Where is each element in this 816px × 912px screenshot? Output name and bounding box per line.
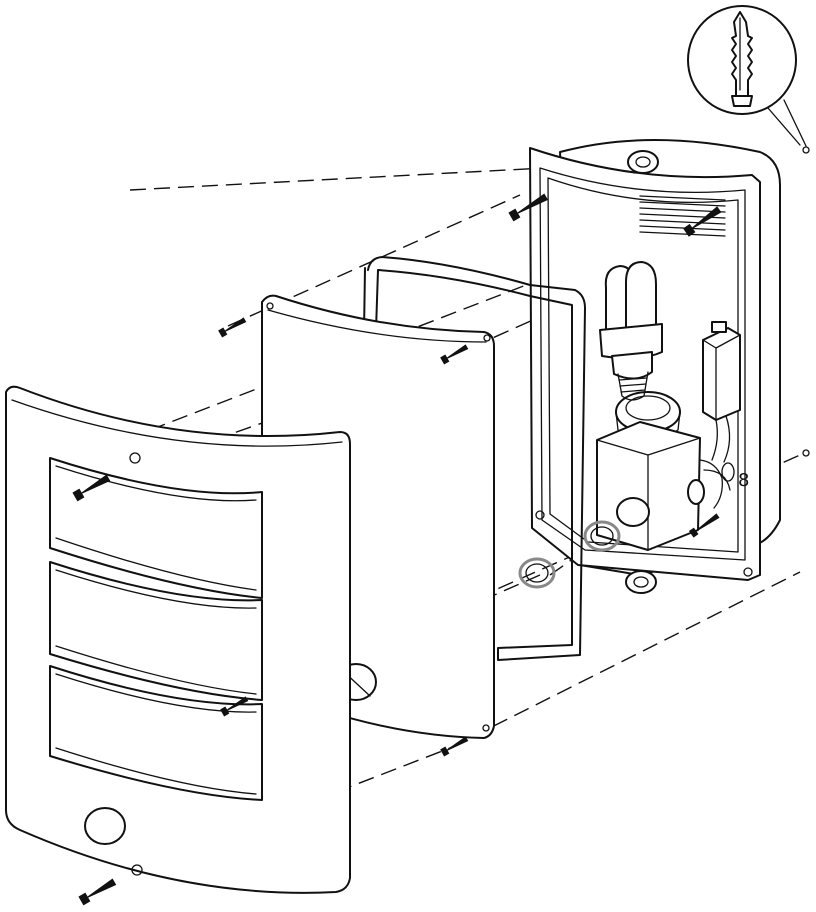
screw-icon [688,513,720,538]
ballast [702,321,741,463]
screws [72,193,722,906]
vent-slots [639,195,726,237]
screw-icon [683,206,722,237]
front-cover [5,385,351,894]
wall-plug-detail [687,5,807,147]
screw-icon [440,736,469,757]
screw-icon [220,696,249,717]
screw-icon [508,193,549,222]
screw-icon [78,878,117,906]
screw-icon [72,474,111,502]
screw-icon [218,317,247,338]
louver-2 [49,561,263,701]
wall-anchor-point-top [802,146,810,154]
louver-1 [49,457,263,599]
wall-anchor-point-mid [802,449,810,457]
seal-rings [518,520,621,589]
cfl-lamp [599,261,663,401]
louver-3 [49,665,263,801]
wall-plug-icon [731,11,753,107]
screw-icon [440,344,469,365]
terminal-mark-label: 8 [738,470,749,491]
